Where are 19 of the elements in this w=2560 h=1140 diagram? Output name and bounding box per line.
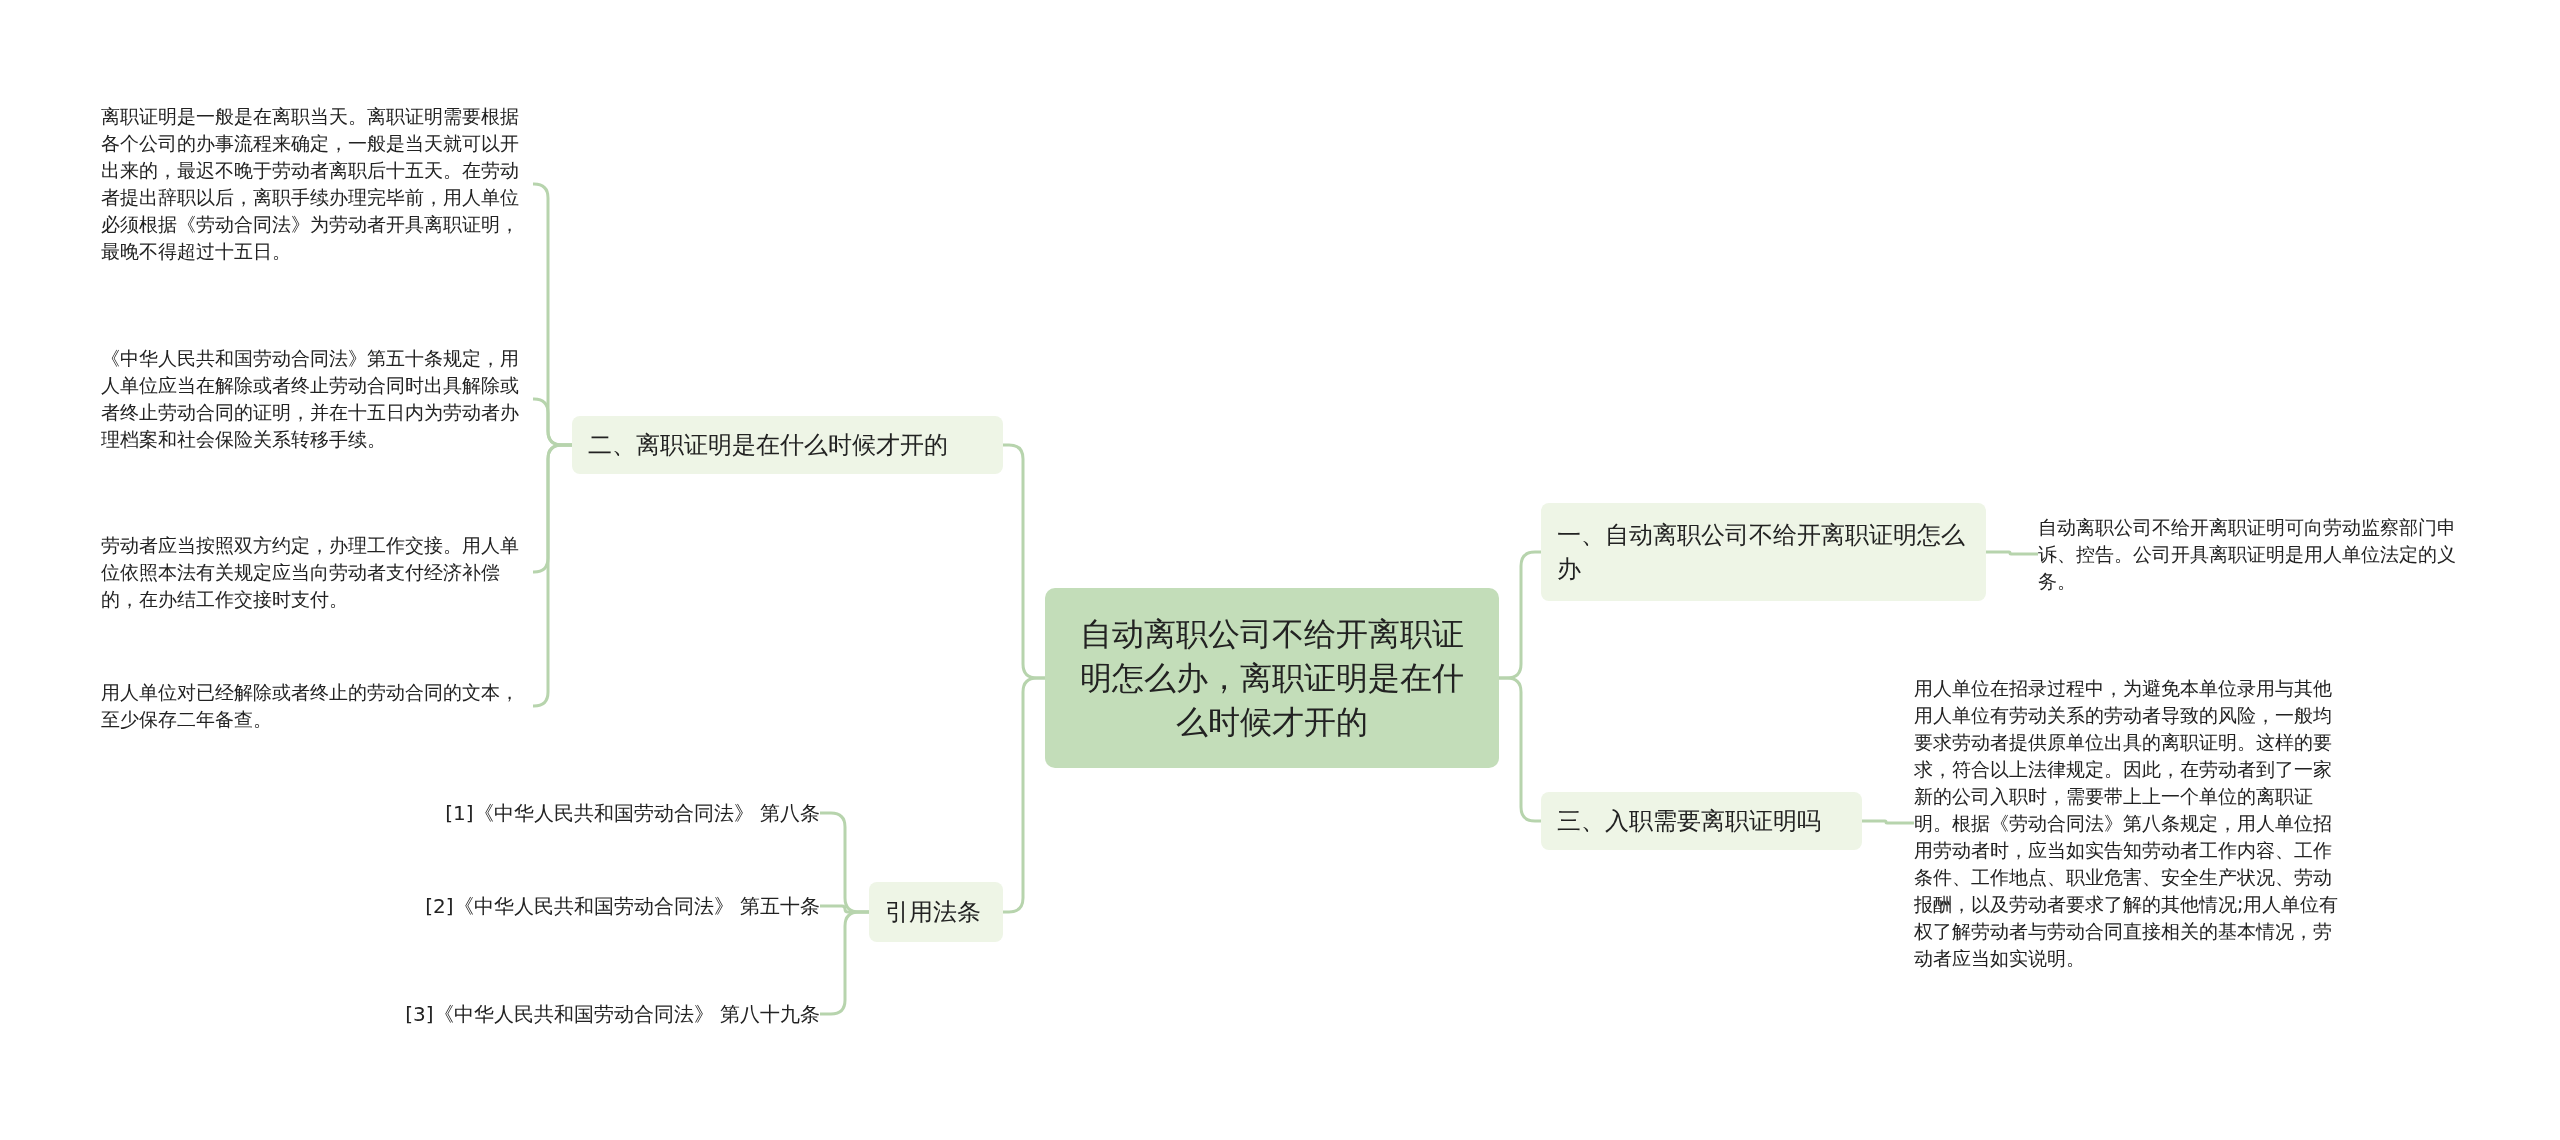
connector-line	[532, 443, 572, 708]
citation-text: [3]《中华人民共和国劳动合同法》 第八十九条	[380, 985, 820, 1043]
topic-box: 三、入职需要离职证明吗	[1541, 792, 1862, 850]
note-text: 《中华人民共和国劳动合同法》第五十条规定，用人单位应当在解除或者终止劳动合同时出具解除或者终止劳动合同的证明，并在十五日内为劳动者办理档案和社会保险关系转移手续。	[101, 328, 533, 470]
note-text: 劳动者应当按照双方约定，办理工作交接。用人单位依照本法有关规定应当向劳动者支付经济补偿的，在办结工作交接时支付。	[101, 528, 533, 616]
connector-line	[1986, 550, 2038, 556]
connector-line	[1499, 676, 1541, 823]
note-text: 用人单位在招录过程中，为避免本单位录用与其他用人单位有劳动关系的劳动者导致的风险，一般均要求劳动者提供原单位出具的离职证明。这样的要求，符合以上法律规定。因此，在劳动者到了一家新的公司入职时，需要带上上一个单位的离职证明。根据《劳动合同法》第八条规定，用人单位招用劳动者时，应当如实告知劳动者工作内容、工作条件、工作地点、职业危害、安全生产状况、劳动报酬，以及劳动者要求了解的其他情况;用人单位有权了解劳动者与劳动合同直接相关的基本情况，劳动者应当如实说明。	[1914, 656, 2346, 990]
topic-box: 引用法条	[869, 882, 1003, 942]
note-text: 自动离职公司不给开离职证明可向劳动监察部门申诉、控告。公司开具离职证明是用人单位法定的义务。	[2038, 512, 2468, 596]
citation-text: [2]《中华人民共和国劳动合同法》 第五十条	[380, 891, 820, 921]
connector-line	[1003, 676, 1045, 914]
note-text: 离职证明是一般是在离职当天。离职证明需要根据各个公司的办事流程来确定，一般是当天就可以开出来的，最迟不晚于劳动者离职后十五天。在劳动者提出辞职以后，离职手续办理完毕前，用人单位必须根据《劳动合同法》为劳动者开具离职证明，最晚不得超过十五日。	[101, 100, 533, 268]
topic-box: 一、自动离职公司不给开离职证明怎么办	[1541, 503, 1986, 601]
connector-line	[1862, 819, 1914, 825]
citation-text: [1]《中华人民共和国劳动合同法》 第八条	[380, 798, 820, 828]
note-text: 用人单位对已经解除或者终止的劳动合同的文本，至少保存二年备查。	[101, 676, 533, 736]
central-topic-box: 自动离职公司不给开离职证明怎么办，离职证明是在什么时候才开的	[1045, 588, 1499, 768]
topic-box: 二、离职证明是在什么时候才开的	[572, 416, 1003, 474]
